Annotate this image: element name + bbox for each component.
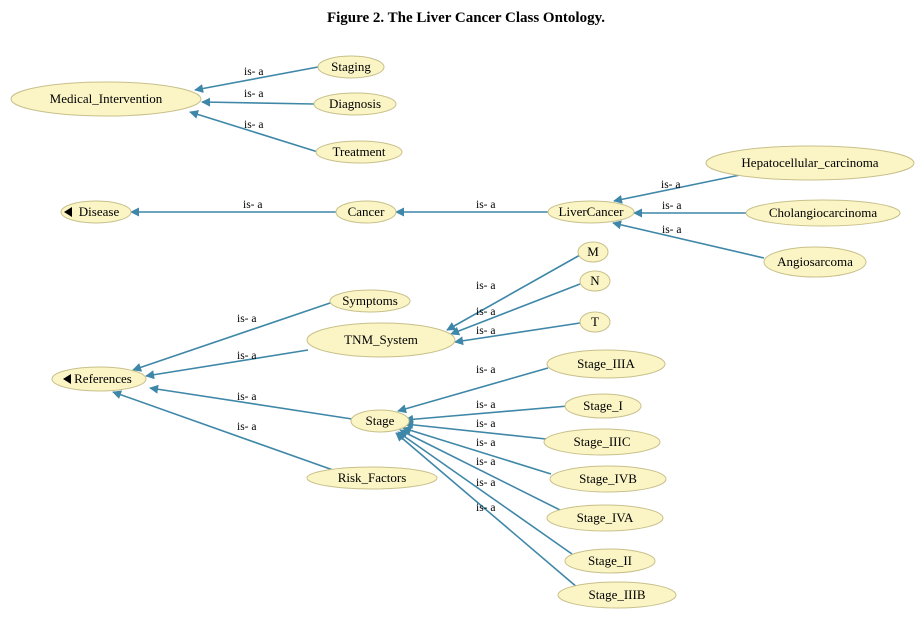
node-risk-factors: Risk_Factors <box>306 466 438 490</box>
svg-text:is- a: is- a <box>476 280 495 292</box>
svg-text:Disease: Disease <box>79 204 120 219</box>
svg-text:is- a: is- a <box>476 477 495 489</box>
edge-tnm-system-references: is- a <box>145 349 309 380</box>
node-medical-intervention: Medical_Intervention <box>10 81 202 117</box>
node-hepatocellular-carcinoma: Hepatocellular_carcinoma <box>705 145 915 181</box>
svg-text:is- a: is- a <box>244 119 263 131</box>
svg-text:Stage_IVB: Stage_IVB <box>579 471 637 486</box>
svg-text:is- a: is- a <box>476 437 495 449</box>
edge-livercancer-cancer: is- a <box>395 199 548 217</box>
svg-text:is- a: is- a <box>476 399 495 411</box>
svg-text:is- a: is- a <box>237 391 256 403</box>
svg-text:Medical_Intervention: Medical_Intervention <box>50 91 163 106</box>
svg-text:is- a: is- a <box>243 199 262 211</box>
node-stage-iiic: Stage_IIIC <box>543 428 661 456</box>
node-cancer: Cancer <box>335 200 397 224</box>
svg-text:T: T <box>591 314 599 329</box>
svg-text:is- a: is- a <box>662 200 681 212</box>
svg-text:Staging: Staging <box>331 59 371 74</box>
svg-text:Stage_I: Stage_I <box>583 398 623 413</box>
node-stage-ii: Stage_II <box>564 548 656 574</box>
node-stage-iiib: Stage_IIIB <box>557 581 677 609</box>
edge-stage-iiib-stage: is- a <box>395 432 579 589</box>
svg-text:Cholangiocarcinoma: Cholangiocarcinoma <box>769 205 878 220</box>
svg-text:is- a: is- a <box>244 66 263 78</box>
node-m: M <box>577 241 609 263</box>
figure-title: Figure 2. The Liver Cancer Class Ontolog… <box>327 10 605 26</box>
edge-hepatocellular-livercancer: is- a <box>613 174 741 204</box>
svg-text:Stage_II: Stage_II <box>588 553 632 568</box>
svg-text:Stage_IIIB: Stage_IIIB <box>588 587 645 602</box>
node-cholangiocarcinoma: Cholangiocarcinoma <box>745 199 901 227</box>
svg-text:Cancer: Cancer <box>348 204 385 219</box>
svg-text:Stage_IIIC: Stage_IIIC <box>573 434 630 449</box>
edge-symptoms-references: is- a <box>132 301 334 372</box>
node-n: N <box>579 270 611 292</box>
svg-text:Diagnosis: Diagnosis <box>329 96 381 111</box>
svg-text:is- a: is- a <box>662 224 681 236</box>
node-stage-iva: Stage_IVA <box>546 504 664 532</box>
node-tnm-system: TNM_System <box>306 322 456 358</box>
node-disease: Disease <box>60 200 132 224</box>
edge-risk-factors-references: is- a <box>112 390 334 471</box>
svg-text:is- a: is- a <box>476 418 495 430</box>
edge-diagnosis-medical-intervention: is- a <box>201 88 315 107</box>
svg-text:is- a: is- a <box>237 350 256 362</box>
svg-text:is- a: is- a <box>476 306 495 318</box>
svg-text:TNM_System: TNM_System <box>344 332 418 347</box>
svg-text:Stage_IIIA: Stage_IIIA <box>577 356 635 371</box>
svg-text:is- a: is- a <box>476 502 495 514</box>
node-stage-iiia: Stage_IIIA <box>546 349 666 379</box>
node-stage: Stage <box>350 409 410 433</box>
svg-text:M: M <box>587 244 599 259</box>
svg-text:is- a: is- a <box>476 364 495 376</box>
edge-stage-iva-stage: is- a <box>399 429 561 511</box>
svg-text:References: References <box>74 371 132 386</box>
svg-text:is- a: is- a <box>476 199 495 211</box>
svg-text:is- a: is- a <box>476 456 495 468</box>
node-angiosarcoma: Angiosarcoma <box>763 246 867 278</box>
node-liver-cancer: LiverCancer <box>547 200 635 224</box>
edge-stage-iiia-stage: is- a <box>397 364 549 414</box>
svg-text:Angiosarcoma: Angiosarcoma <box>777 254 853 269</box>
edge-m-tnm-system: is- a <box>446 254 581 331</box>
edge-cholangiocarcinoma-livercancer: is- a <box>633 200 750 218</box>
edge-t-tnm-system: is- a <box>454 322 581 346</box>
edge-treatment-medical-intervention: is- a <box>189 110 319 153</box>
svg-text:is- a: is- a <box>476 325 495 337</box>
node-t: T <box>579 311 611 333</box>
collapsed-triangle-icon <box>63 374 71 384</box>
edge-stage-iiic-stage: is- a <box>404 418 547 440</box>
svg-text:Symptoms: Symptoms <box>342 293 398 308</box>
node-treatment: Treatment <box>315 140 403 164</box>
edge-stage-references: is- a <box>149 384 353 420</box>
node-staging: Staging <box>317 55 385 79</box>
svg-text:Risk_Factors: Risk_Factors <box>338 470 407 485</box>
svg-text:N: N <box>590 273 600 288</box>
edge-angiosarcoma-livercancer: is- a <box>612 220 765 259</box>
edge-n-tnm-system: is- a <box>450 283 581 336</box>
edge-stage-ivb-stage: is- a <box>402 426 552 475</box>
edge-stage-ii-stage: is- a <box>397 431 573 555</box>
svg-text:is- a: is- a <box>237 313 256 325</box>
edge-cancer-disease: is- a <box>130 199 336 217</box>
svg-text:Stage_IVA: Stage_IVA <box>577 510 634 525</box>
svg-text:Treatment: Treatment <box>333 144 386 159</box>
svg-text:Stage: Stage <box>366 413 395 428</box>
svg-text:is- a: is- a <box>661 179 680 191</box>
edge-stage-i-stage: is- a <box>404 399 569 424</box>
svg-text:LiverCancer: LiverCancer <box>559 204 625 219</box>
svg-text:Hepatocellular_carcinoma: Hepatocellular_carcinoma <box>741 155 878 170</box>
collapsed-triangle-icon <box>64 207 72 217</box>
svg-text:is- a: is- a <box>237 421 256 433</box>
edge-staging-medical-intervention: is- a <box>194 66 319 93</box>
node-references: References <box>51 366 147 392</box>
node-symptoms: Symptoms <box>329 289 411 313</box>
node-stage-i: Stage_I <box>564 393 642 419</box>
node-stage-ivb: Stage_IVB <box>549 465 667 493</box>
svg-text:is- a: is- a <box>244 88 263 100</box>
node-diagnosis: Diagnosis <box>313 92 397 116</box>
